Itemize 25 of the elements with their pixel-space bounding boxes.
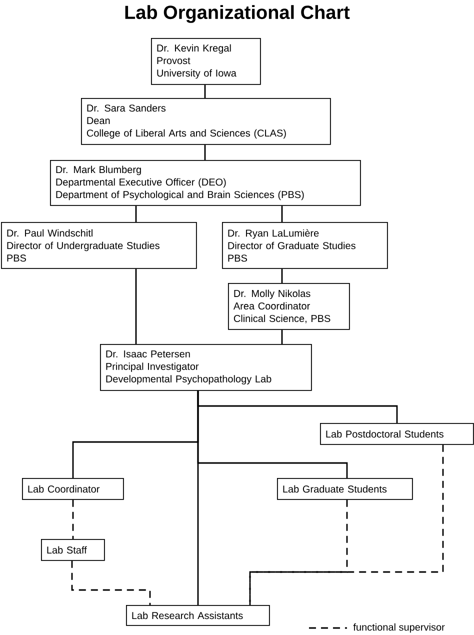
org-box: Dr. Sara Sanders Dean College of Liberal Arts and Sciences (CLAS)	[81, 98, 331, 145]
title: Lab Organizational Chart	[125, 5, 350, 23]
org-box: Dr. Isaac Petersen Principal Investigator Developmental Psychopathology Lab	[100, 344, 312, 391]
org-box: Lab Graduate Students	[277, 478, 413, 500]
connector	[281, 206, 283, 222]
connector	[135, 268, 137, 344]
org-box: Dr. Kevin Kregal Provost University of Iowa	[151, 38, 261, 85]
dashed-connector	[249, 444, 444, 605]
connector	[135, 206, 137, 222]
org-box: Dr. Ryan LaLumière Director of Graduate Studies PBS	[222, 222, 388, 269]
org-box: Dr. Molly Nikolas Area Coordinator Clinical Science, PBS	[228, 283, 350, 330]
connector	[204, 84, 206, 98]
org-box: Dr. Paul Windschitl Director of Undergraduate Studies PBS	[1, 222, 197, 269]
connector	[281, 268, 283, 283]
dashed-connector	[71, 560, 151, 605]
org-box: Lab Research Assistants	[126, 605, 270, 626]
legend-label: functional supervisor	[353, 623, 445, 633]
org-box: Lab Staff	[41, 539, 105, 561]
org-box: Lab Postdoctoral Students	[320, 423, 474, 445]
dashed-connector	[72, 500, 74, 539]
connector	[281, 330, 283, 344]
connector	[204, 144, 206, 160]
connector	[197, 390, 199, 605]
org-box: Dr. Mark Blumberg Departmental Executive Officer (DEO) Department of Psychological and Brain Sciences (PBS)	[50, 160, 361, 206]
org-box: Lab Coordinator	[22, 478, 124, 500]
